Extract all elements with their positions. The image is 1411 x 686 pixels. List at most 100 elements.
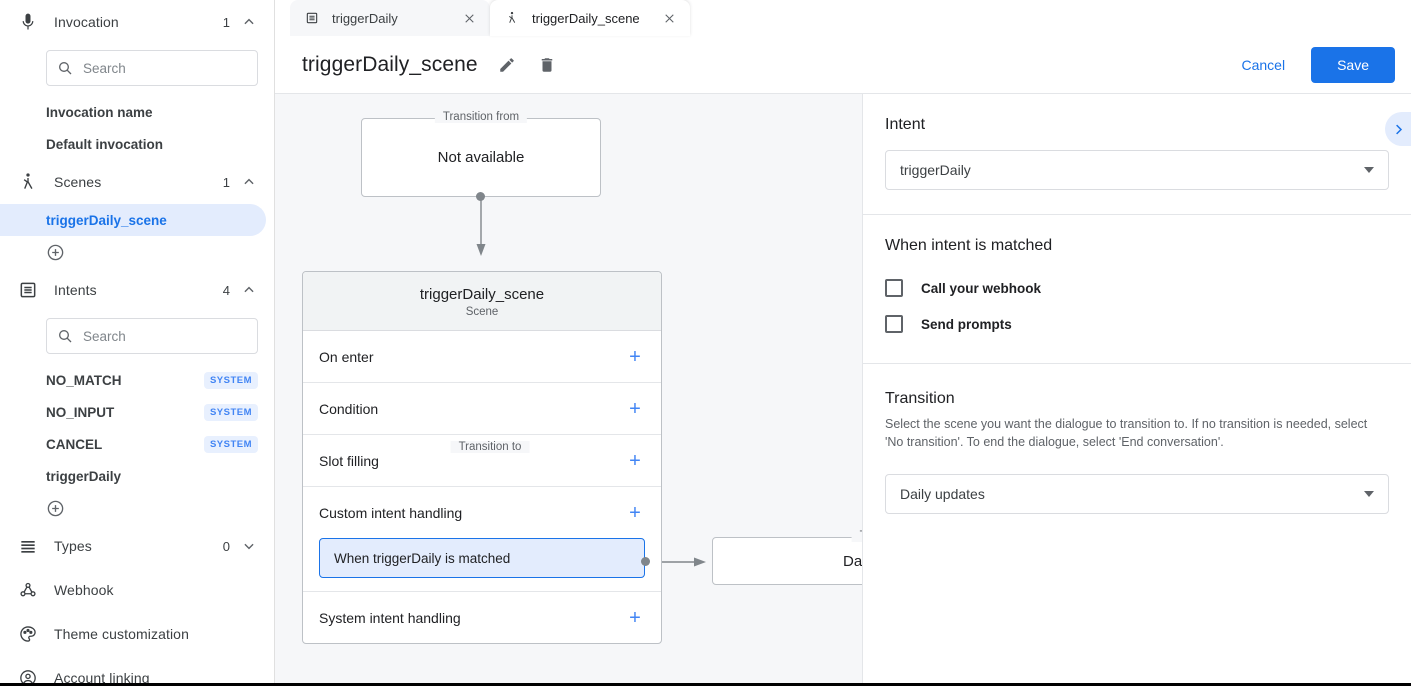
sidebar-item-label: triggerDaily_scene [46,212,167,228]
status-badge: SYSTEM [203,403,258,421]
scene-graph-canvas[interactable]: Transition from Not available Transition… [275,94,863,686]
scene-node-header: triggerDaily_scene Scene [303,272,661,331]
sidebar-section-invocation[interactable]: Invocation 1 [0,0,274,44]
scene-row-label: Slot filling [319,452,379,469]
sidebar-item-account-linking[interactable]: Account linking [0,656,274,686]
transition-target-legend: Transition to [851,530,862,542]
sidebar-section-count: 1 [222,14,230,30]
sidebar-item-label: NO_MATCH [46,372,122,388]
microphone-icon [16,10,40,34]
add-slot-filling-button[interactable]: + [629,449,641,472]
sidebar-section-label: Types [54,538,92,554]
invocation-search-wrap [0,44,274,96]
scene-row-label: System intent handling [319,609,461,626]
sidebar-item-triggerdaily-scene[interactable]: triggerDaily_scene [0,204,266,236]
transition-to-legend: Transition to [450,441,530,453]
scene-row-on-enter[interactable]: On enter + [303,331,661,383]
add-custom-intent-handling-button[interactable]: + [629,501,641,524]
sidebar-item-no-input[interactable]: NO_INPUT SYSTEM [0,396,274,428]
intents-search-input[interactable] [83,328,247,344]
chevron-up-icon [242,175,256,189]
add-scene-button[interactable] [0,236,274,268]
sidebar-item-invocation-name[interactable]: Invocation name [0,96,274,128]
add-circle-icon [46,499,65,518]
add-intent-button[interactable] [0,492,274,524]
transition-from-value: Not available [437,149,525,166]
scene-row-custom-intent-handling[interactable]: Custom intent handling + When triggerDai… [303,487,661,592]
save-button[interactable]: Save [1311,46,1395,83]
sidebar-section-types[interactable]: Types 0 [0,524,274,568]
sidebar: Invocation 1 Invocation name Default inv… [0,0,275,686]
tab-triggerdaily[interactable]: triggerDaily [290,0,490,36]
webhook-icon [16,578,40,602]
status-badge: SYSTEM [203,435,258,453]
sidebar-item-label: triggerDaily [46,468,122,484]
sidebar-item-triggerdaily[interactable]: triggerDaily [0,460,274,492]
scene-icon [504,10,520,26]
scene-icon [16,170,40,194]
sidebar-section-count: 1 [222,174,230,190]
panel-section-transition: Transition Select the scene you want the… [863,364,1411,538]
sidebar-item-label: Webhook [54,582,114,598]
panel-heading-transition: Transition [885,390,955,407]
cancel-button[interactable]: Cancel [1227,49,1299,81]
scene-node: Transition to triggerDaily_scene Scene O… [302,271,662,644]
chevron-up-icon [242,15,256,29]
status-badge: SYSTEM [203,371,258,389]
transition-from-node[interactable]: Transition from Not available [361,111,601,197]
intents-icon [16,278,40,302]
sidebar-item-cancel[interactable]: CANCEL SYSTEM [0,428,274,460]
sidebar-section-intents[interactable]: Intents 4 [0,268,274,312]
sidebar-item-default-invocation[interactable]: Default invocation [0,128,274,160]
add-condition-button[interactable]: + [629,397,641,420]
add-system-intent-handling-button[interactable]: + [629,606,641,629]
sidebar-item-webhook[interactable]: Webhook [0,568,274,612]
pencil-icon[interactable] [496,54,518,76]
scene-row-slot-filling[interactable]: Slot filling + [303,435,661,487]
close-icon[interactable] [460,9,478,27]
trash-icon[interactable] [536,54,558,76]
sidebar-item-theme-customization[interactable]: Theme customization [0,612,274,656]
close-icon[interactable] [660,9,678,27]
transition-target-value: Daily updates [843,552,863,570]
tab-label: triggerDaily_scene [532,10,640,26]
page-title: triggerDaily_scene [302,52,478,76]
checkbox-box[interactable] [885,315,903,333]
checkbox-send-prompts[interactable]: Send prompts [885,315,1389,333]
chevron-right-icon[interactable] [1385,112,1411,146]
panel-section-intent: Intent triggerDaily [863,94,1411,215]
checkbox-box[interactable] [885,279,903,297]
sidebar-item-no-match[interactable]: NO_MATCH SYSTEM [0,364,274,396]
scene-row-label: Condition [319,400,379,417]
search-icon [57,328,73,344]
edge-dot-handler [641,557,650,566]
add-on-enter-button[interactable]: + [629,345,641,368]
checkbox-label: Send prompts [921,316,1012,332]
palette-icon [16,622,40,646]
intents-icon [304,10,320,26]
content-body: Transition from Not available Transition… [275,94,1411,686]
intents-search-box[interactable] [46,318,258,354]
scene-row-system-intent-handling[interactable]: System intent handling + [303,592,661,643]
chevron-down-icon [1364,167,1374,173]
invocation-search-input[interactable] [83,60,247,76]
sidebar-section-count: 4 [222,282,230,298]
tab-triggerdaily-scene[interactable]: triggerDaily_scene [490,0,690,36]
sidebar-section-scenes[interactable]: Scenes 1 [0,160,274,204]
page-header: triggerDaily_scene Cancel Save [275,36,1411,94]
sidebar-section-count: 0 [222,538,230,554]
intent-handler-chip[interactable]: When triggerDaily is matched [319,538,645,578]
intent-select[interactable]: triggerDaily [885,150,1389,190]
checkbox-call-your-webhook[interactable]: Call your webhook [885,279,1389,297]
transition-target-node[interactable]: Transition to Daily updates [712,530,863,585]
edge-dot-from [476,192,485,201]
checkbox-label: Call your webhook [921,280,1042,296]
intent-select-value: triggerDaily [900,162,971,178]
chevron-down-icon [242,539,256,553]
sidebar-section-label: Intents [54,282,97,298]
transition-select[interactable]: Daily updates [885,473,1389,514]
properties-panel: Intent triggerDaily When intent is match… [863,94,1411,686]
scene-row-condition[interactable]: Condition + [303,383,661,435]
invocation-search-box[interactable] [46,50,258,86]
sidebar-item-label: Invocation name [46,104,153,120]
